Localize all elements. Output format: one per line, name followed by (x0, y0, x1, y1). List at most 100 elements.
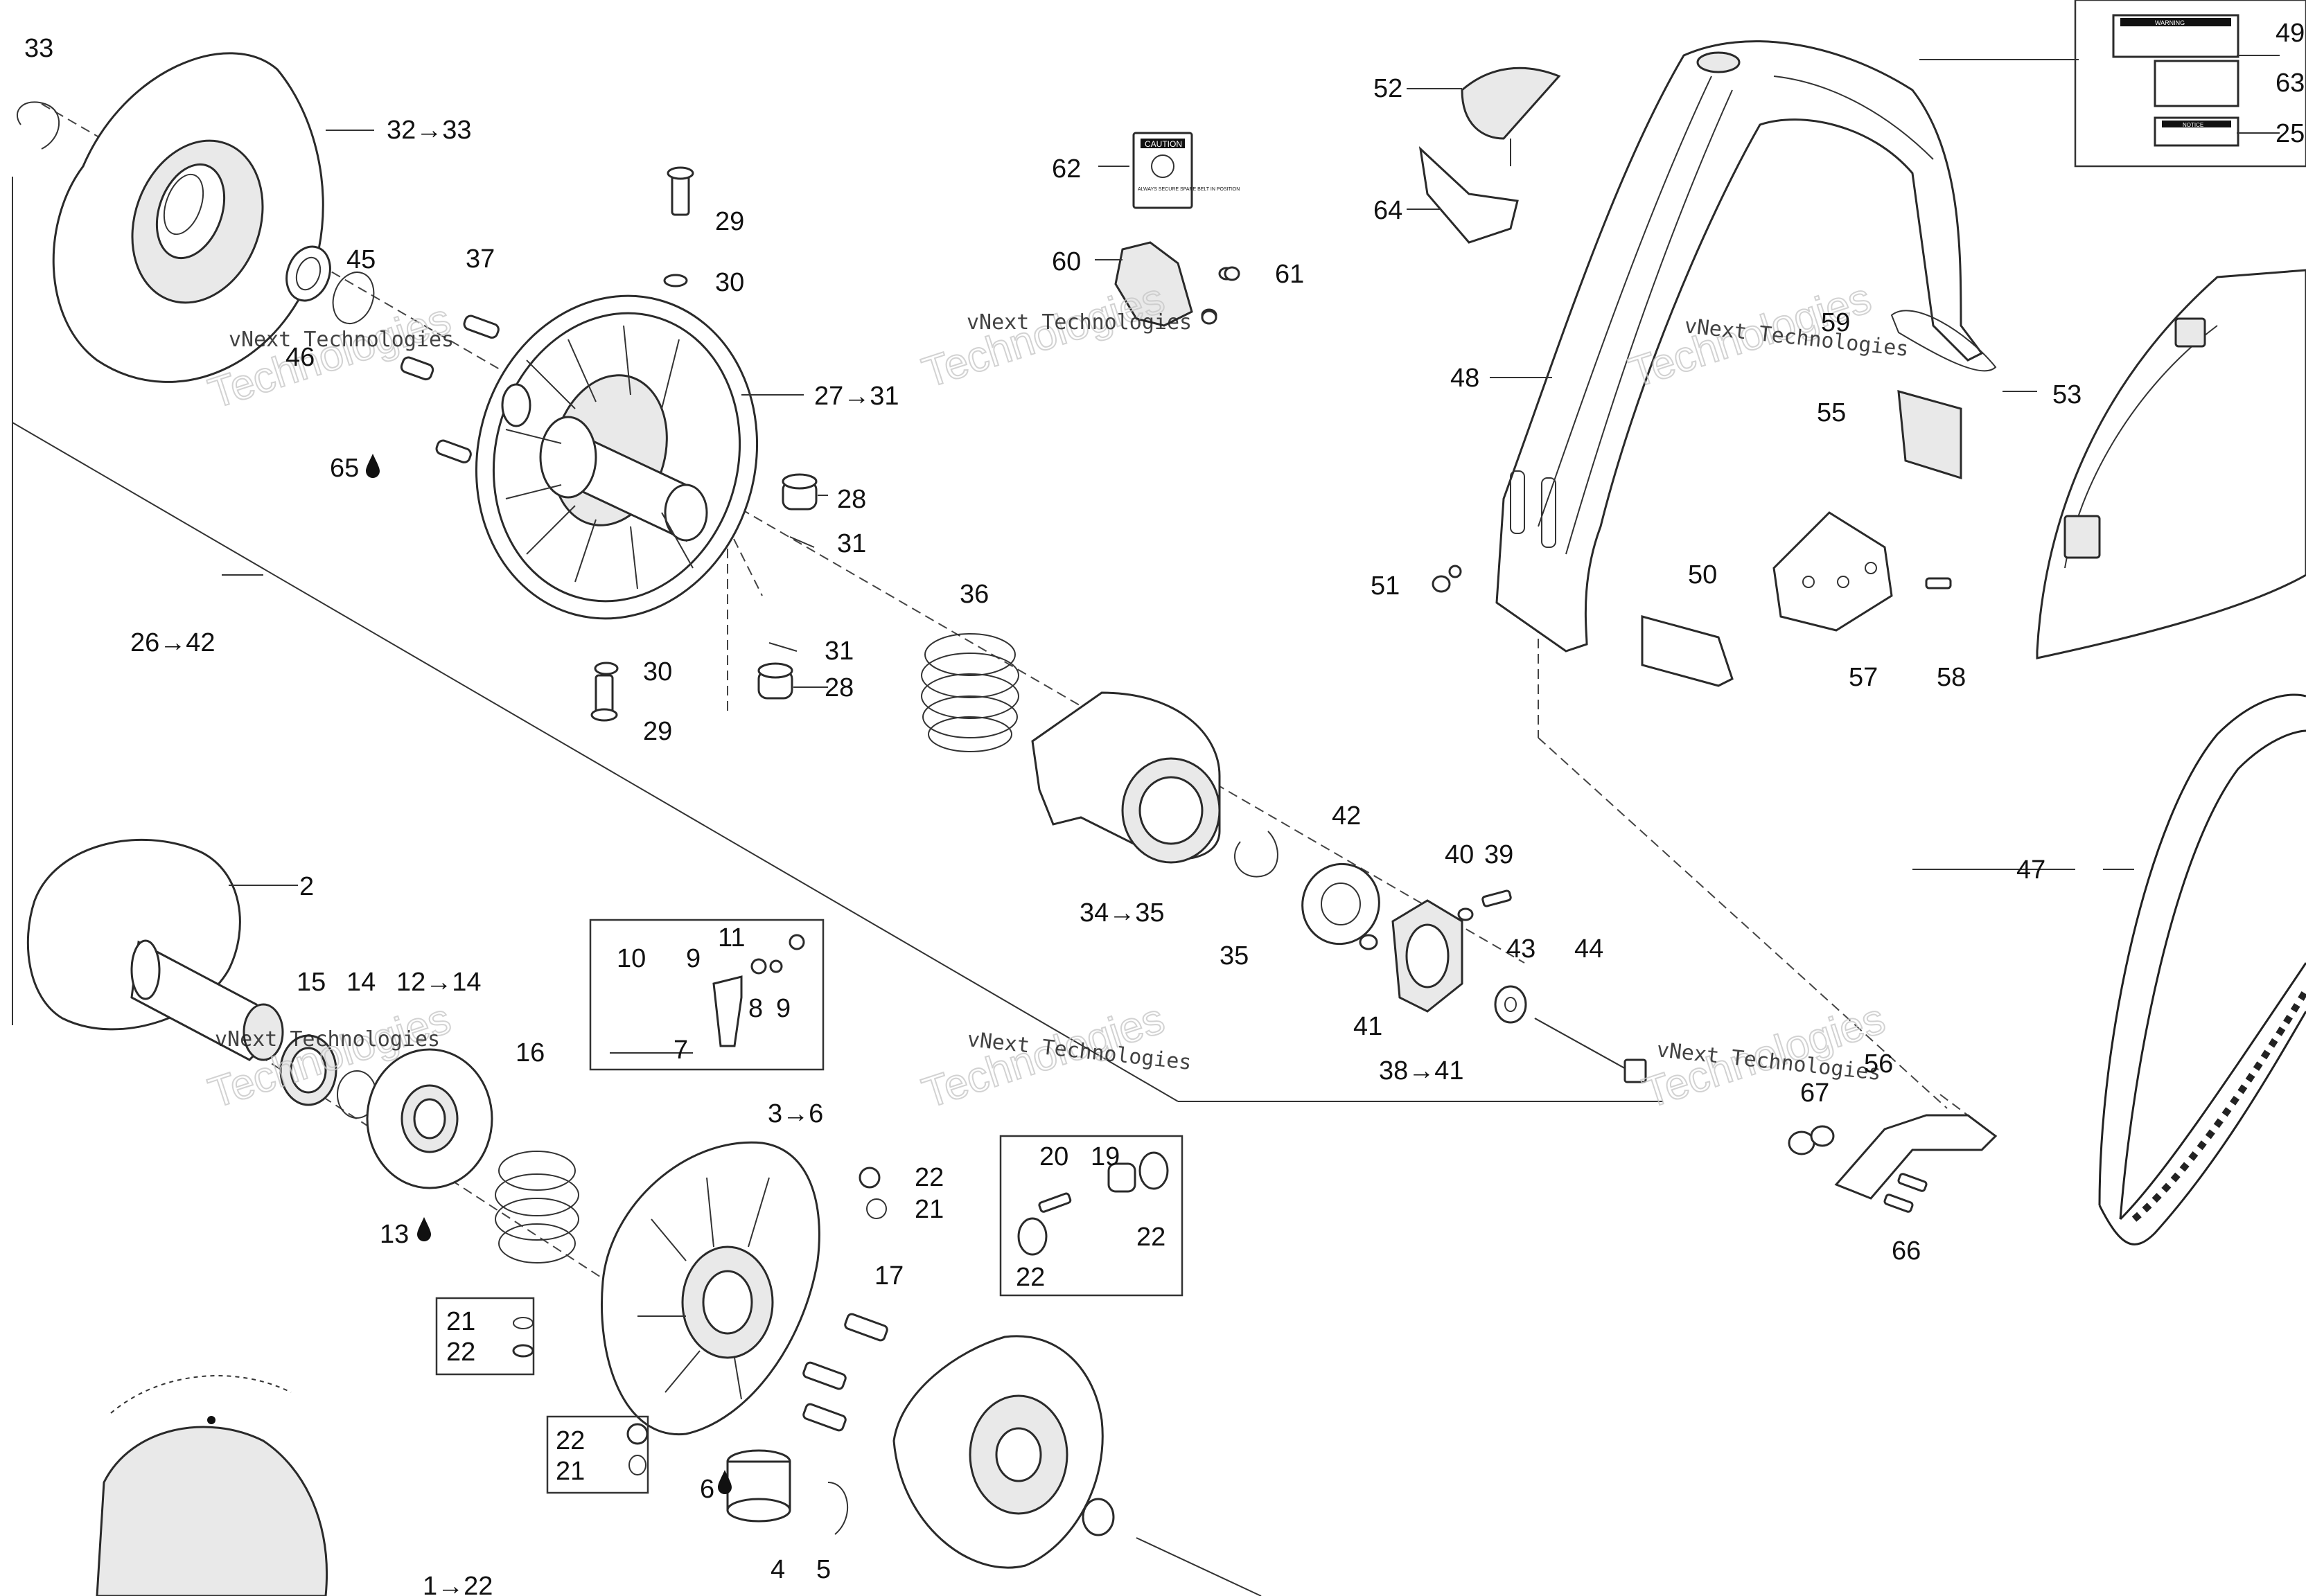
belt-holder-part-48 (1495, 40, 1984, 653)
callout-22-inset-right: 22 (1136, 1223, 1165, 1252)
callout-61: 61 (1275, 260, 1304, 289)
bracket-part-57 (1772, 511, 1893, 632)
washer-part-43 (1494, 985, 1527, 1024)
clutch-assembly-part-1-22 (96, 1375, 328, 1596)
spring-part-36 (921, 633, 1019, 752)
assembly-guide-lines (12, 103, 1996, 1338)
notice-decal-title: NOTICE (2183, 122, 2203, 128)
callout-8: 8 (748, 994, 763, 1023)
callout-51: 51 (1371, 571, 1400, 601)
shim-part-42 (1301, 862, 1380, 946)
bushing-part-4 (726, 1449, 791, 1523)
spring-part-16 (495, 1151, 579, 1264)
callout-29-bottom: 29 (643, 717, 672, 746)
callout-9-bottom: 9 (776, 994, 791, 1023)
callout-22-lower-inset: 22 (556, 1426, 585, 1455)
callout-52: 52 (1373, 74, 1402, 103)
inset-box-weights (589, 919, 825, 1071)
watermark-1: vNext Technologies (229, 328, 454, 352)
callout-67: 67 (1800, 1079, 1829, 1108)
callout-17: 17 (874, 1261, 904, 1291)
fixed-sheave-part-2 (26, 838, 284, 1061)
spider-plate-part-12 (366, 1048, 493, 1189)
callout-29-top: 29 (715, 207, 744, 236)
caution-decal-text: ALWAYS SECURE SPARE BELT IN POSITION (1138, 187, 1240, 192)
callout-20: 20 (1039, 1142, 1068, 1171)
shoulder-screw-part-29 (590, 166, 694, 722)
inset-box-21-22-upper (435, 1297, 535, 1376)
callout-22-right-top: 22 (915, 1163, 944, 1192)
callout-15: 15 (297, 968, 326, 997)
callout-37: 37 (466, 245, 495, 274)
callout-66: 66 (1892, 1236, 1921, 1266)
callout-53: 53 (2052, 380, 2081, 409)
bearing-part-15 (279, 1034, 337, 1106)
callout-43: 43 (1506, 934, 1535, 964)
lubricant-drop-icon (366, 454, 732, 1494)
callout-62: 62 (1052, 154, 1081, 184)
callout-45: 45 (346, 245, 376, 274)
retaining-ring-part-33 (17, 101, 60, 150)
hinge-part-55 (1897, 389, 1962, 480)
handle-part-52 (1461, 66, 1561, 166)
watermark-big-2: Technologies (917, 274, 1170, 397)
callout-33: 33 (24, 34, 53, 63)
callout-47: 47 (2016, 855, 2045, 885)
callout-63: 63 (2276, 69, 2305, 98)
sliding-sheave-part-1 (892, 1335, 1104, 1569)
callout-9-top: 9 (686, 944, 701, 973)
callout-31-top: 31 (837, 529, 866, 558)
callout-36: 36 (960, 580, 989, 609)
bolt-part-44 (1534, 1018, 1647, 1083)
callout-5: 5 (816, 1555, 831, 1584)
callout-14: 14 (346, 968, 376, 997)
callout-64: 64 (1373, 196, 1402, 225)
callout-57: 57 (1849, 663, 1878, 692)
callout-12-14: 12→14 (396, 968, 482, 997)
callout-39: 39 (1484, 840, 1513, 869)
pin-part-31 (768, 536, 815, 652)
callout-6: 6 (700, 1475, 714, 1504)
watermark-2: vNext Technologies (967, 310, 1192, 335)
callout-48: 48 (1450, 364, 1479, 393)
callout-16: 16 (516, 1038, 545, 1067)
o-ring-part-30 (594, 274, 688, 675)
movable-sheave-part-27 (475, 294, 759, 620)
callout-4: 4 (771, 1555, 785, 1584)
warning-decals-group: WARNING NOTICE (2074, 0, 2306, 168)
callout-35: 35 (1220, 941, 1249, 970)
callout-32-33: 32→33 (387, 116, 472, 145)
callout-56: 56 (1864, 1049, 1893, 1079)
callout-49: 49 (2276, 19, 2305, 48)
callout-58: 58 (1937, 663, 1966, 692)
inset-box-rollers (999, 1135, 1183, 1297)
screw-part-17 (802, 1313, 888, 1432)
spider-part-3 (601, 1141, 820, 1436)
callout-60: 60 (1052, 247, 1081, 276)
watermark-4: vNext Technologies (215, 1027, 440, 1052)
callout-28-bottom: 28 (825, 673, 854, 702)
pin-part-46 (400, 356, 434, 381)
callout-38-41: 38→41 (1379, 1056, 1464, 1085)
retaining-ring-part-35 (1233, 831, 1278, 878)
callout-50: 50 (1688, 560, 1717, 589)
callout-65: 65 (330, 454, 359, 483)
cam-part-34 (1031, 691, 1221, 864)
callout-19: 19 (1091, 1142, 1120, 1171)
callout-labels: 33 32→33 45 46 37 65 29 30 27→31 28 31 3… (24, 19, 2305, 1596)
clip-part-59 (1890, 310, 1997, 372)
callout-55: 55 (1817, 398, 1846, 427)
callout-22-inset-left: 22 (1016, 1263, 1045, 1292)
callout-26-42: 26→42 (130, 628, 215, 657)
inset-box-21-22-right (859, 1167, 887, 1219)
roller-part-28 (757, 473, 818, 700)
callout-21-right: 21 (915, 1195, 944, 1224)
caution-decal-title: CAUTION (1145, 139, 1182, 149)
callout-2: 2 (299, 872, 314, 901)
washer-part-40 (1457, 907, 1474, 921)
callout-25: 25 (2276, 119, 2305, 148)
callout-21-lower-inset: 21 (556, 1457, 585, 1486)
callout-31-bottom: 31 (825, 637, 854, 666)
callout-44: 44 (1574, 934, 1603, 964)
